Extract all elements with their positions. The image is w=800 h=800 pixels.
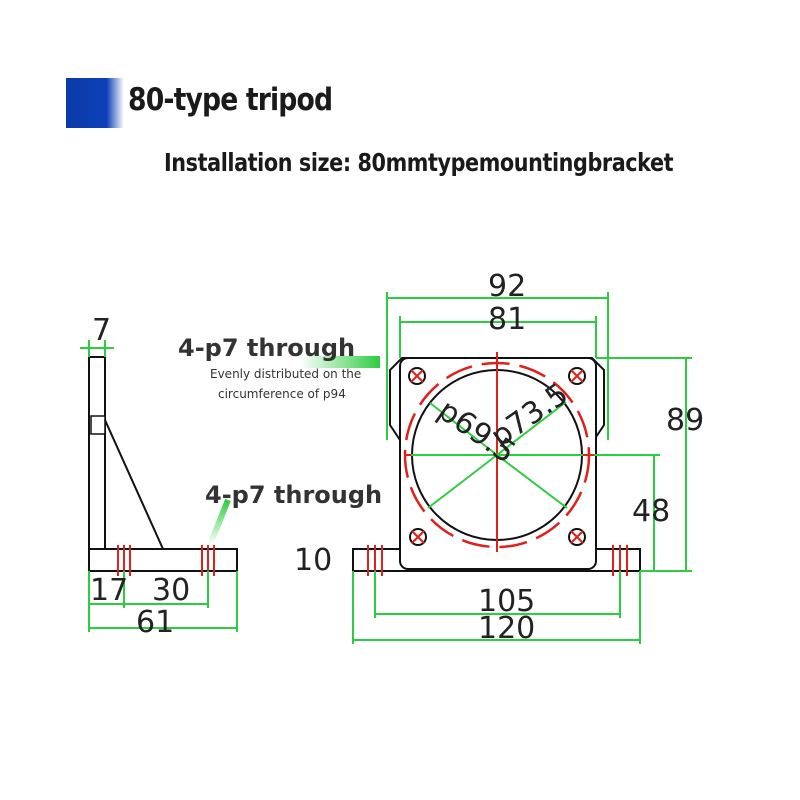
total-width-label: 120: [478, 611, 535, 646]
side-hole-spacing-label: 30: [152, 573, 190, 608]
width-outer-label: 92: [488, 269, 526, 304]
side-view: 7 17 30 61: [80, 313, 238, 640]
callout-leader-bottom: [207, 498, 231, 547]
top-hole-callout: 4-p7 through Evenly distributed on the c…: [178, 334, 380, 401]
front-view: p69.5 p73.5: [352, 352, 641, 576]
dim-line-thickness: [80, 340, 114, 357]
callout-note-line1: Evenly distributed on the: [210, 367, 361, 381]
hole-bottom-right: [568, 528, 586, 546]
center-height-label: 48: [632, 494, 670, 529]
side-vertical-plate: [88, 356, 106, 550]
bottom-hole-label: 4-p7 through: [205, 481, 382, 509]
side-gusset: [104, 419, 164, 550]
page-subtitle: Installation size: 80mmtypemountingbrack…: [164, 148, 674, 177]
dim-lines-side-bottom: [88, 571, 238, 632]
hole-pitch-label: 105: [478, 584, 535, 619]
height-label: 89: [666, 403, 704, 438]
hole-top-right: [568, 367, 586, 385]
callout-leader-top: [300, 356, 380, 368]
side-hole-left: [117, 545, 131, 576]
hole-bottom-left: [409, 528, 427, 546]
hole-top-left: [408, 367, 426, 385]
side-thickness-label: 7: [92, 313, 111, 348]
top-hole-label: 4-p7 through: [178, 334, 355, 362]
width-inner-label: 81: [488, 302, 526, 337]
base-thickness-label: 10: [294, 543, 332, 578]
side-total-length-label: 61: [136, 605, 174, 640]
front-dim-lines: [352, 292, 692, 644]
side-notch: [90, 415, 106, 435]
base-slot-left: [367, 545, 383, 576]
side-base-plate: [88, 548, 238, 572]
front-holes: [408, 367, 586, 546]
title-accent-bar: [66, 78, 124, 128]
side-offset-label: 17: [90, 573, 128, 608]
radius-lines: [411, 401, 583, 509]
callout-note-line2: circumference of p94: [218, 387, 346, 401]
side-hole-right: [201, 545, 215, 576]
bottom-hole-callout: 4-p7 through: [205, 481, 382, 547]
page-title: 80-type tripod: [128, 82, 333, 118]
base-slot-right: [612, 545, 628, 576]
